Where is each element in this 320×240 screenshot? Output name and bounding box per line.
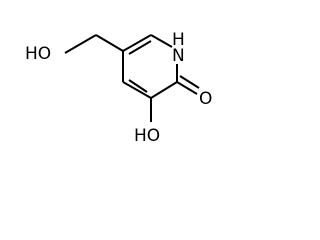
bond-c2-c3 <box>150 81 178 99</box>
bond-c6-n1 <box>150 34 173 48</box>
atom-label-ring-hydroxyl: HO <box>134 126 160 146</box>
bond-c5-c6-inner <box>128 40 152 55</box>
bond-c5-c6 <box>122 34 152 52</box>
atom-label-nitrogen: N <box>172 46 185 66</box>
bond-c2-o-1 <box>176 81 198 95</box>
bond-c2-o-2 <box>179 75 200 89</box>
atom-label-nitrogen-hydrogen: H <box>172 30 185 50</box>
bond-c3-c4-inner <box>128 79 148 93</box>
bond-ho-ch2 <box>64 34 97 54</box>
chemical-structure: HO N H O HO <box>25 30 212 146</box>
bond-c3-c4 <box>122 81 152 99</box>
bond-ch2-c5 <box>95 34 124 52</box>
atom-label-carbonyl-oxygen: O <box>199 89 212 109</box>
atom-label-hydroxymethyl: HO <box>25 44 51 64</box>
